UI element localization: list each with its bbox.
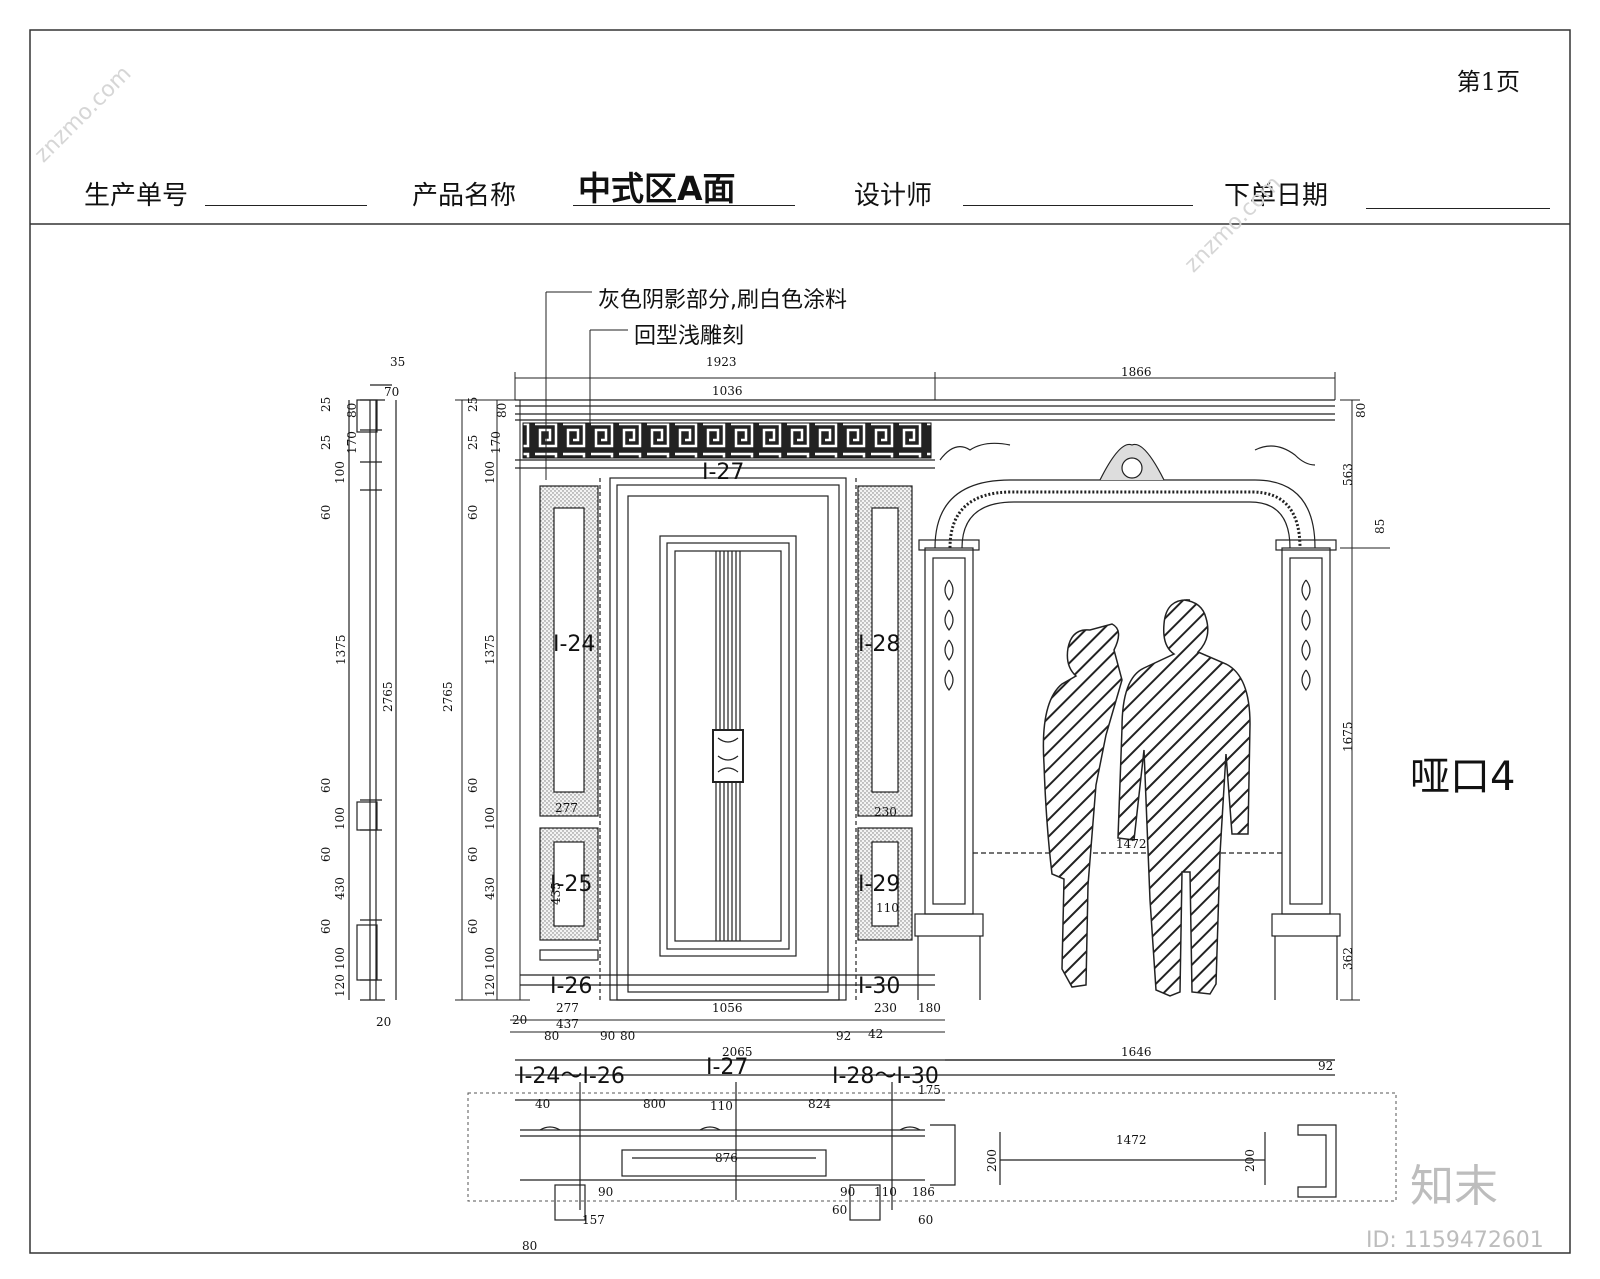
product-name-label: 产品名称 [412, 181, 517, 211]
elevation-left-dims [455, 399, 530, 1001]
watermark-id: ID: 1159472601 [1366, 1228, 1544, 1253]
archway [914, 442, 1341, 1000]
product-name-field[interactable] [573, 205, 795, 206]
panel-code-i30: I-30 [858, 974, 901, 999]
plan-code-mid: I-27 [706, 1055, 749, 1080]
panel-code-i28: I-28 [858, 632, 901, 657]
production-no-field[interactable] [205, 205, 367, 206]
page-number: 第1页 [1456, 68, 1520, 96]
plan-section-frame [467, 1092, 1397, 1202]
door [520, 477, 935, 1001]
order-date-field[interactable] [1366, 208, 1550, 209]
right-wall-panels [857, 485, 913, 941]
plan-code-right: I-28～I-30 [832, 1064, 939, 1089]
designer-field[interactable] [963, 205, 1193, 206]
panel-code-i24: I-24 [553, 632, 596, 657]
note-shadow-paint: 灰色阴影部分,刷白色涂料 [598, 288, 847, 313]
people-silhouettes [1042, 599, 1251, 997]
side-section-profile [348, 384, 397, 1001]
elevation-top-dims [510, 291, 1390, 1033]
plan-section [515, 1059, 1337, 1221]
panel-code-i27: I-27 [702, 460, 745, 485]
product-name: 中式区A面 [578, 169, 736, 208]
plan-code-left: I-24～I-26 [518, 1064, 625, 1089]
designer-label: 设计师 [854, 181, 933, 211]
watermark-brand: 知末 [1410, 1161, 1498, 1212]
order-date-label: 下单日期 [1224, 181, 1329, 211]
left-wall-panels [539, 485, 599, 961]
fret-carving-band [522, 422, 932, 459]
note-fret-carving: 回型浅雕刻 [634, 324, 745, 349]
sheet-border [29, 29, 1571, 1254]
opening-label: 哑口4 [1410, 754, 1516, 800]
panel-code-i26: I-26 [550, 974, 593, 999]
production-no-label: 生产单号 [84, 181, 189, 211]
panel-code-i25: I-25 [550, 872, 593, 897]
panel-code-i29: I-29 [858, 872, 901, 897]
